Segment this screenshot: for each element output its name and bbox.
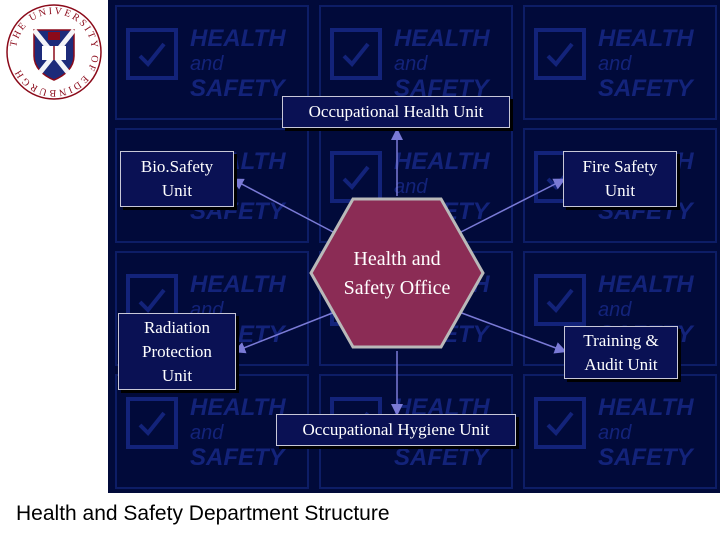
health-safety-office-node: Health and Safety Office — [309, 197, 485, 350]
radiation-protection-unit-box: Radiation Protection Unit — [118, 313, 236, 390]
health-safety-office-label: Health and Safety Office — [343, 247, 451, 299]
watermark-text: HEALTH — [598, 271, 694, 298]
watermark-text: and — [394, 176, 428, 198]
watermark-text: and — [394, 53, 428, 75]
watermark-text: and — [190, 53, 224, 75]
biosafety-unit-label: Bio.Safety Unit — [140, 157, 214, 200]
watermark-text: SAFETY — [190, 75, 287, 102]
watermark-text: SAFETY — [394, 444, 491, 471]
fire-safety-unit-box: Fire Safety Unit — [563, 151, 677, 207]
watermark-text: SAFETY — [190, 444, 287, 471]
training-audit-unit-label: Training & Audit Unit — [583, 330, 659, 374]
watermark-text: HEALTH — [190, 394, 286, 421]
watermark-text: SAFETY — [598, 444, 695, 471]
training-audit-unit-box: Training & Audit Unit — [564, 326, 678, 379]
occupational-hygiene-unit-label: Occupational Hygiene Unit — [302, 420, 490, 439]
biosafety-unit-box: Bio.Safety Unit — [120, 151, 234, 207]
watermark-text: HEALTH — [598, 394, 694, 421]
occupational-health-unit-box: Occupational Health Unit — [282, 96, 510, 128]
watermark-text: and — [598, 53, 632, 75]
watermark-text: and — [190, 422, 224, 444]
watermark-text: HEALTH — [394, 25, 490, 52]
watermark-text: HEALTH — [598, 25, 694, 52]
radiation-protection-unit-label: Radiation Protection Unit — [142, 317, 212, 385]
watermark-text: SAFETY — [598, 75, 695, 102]
watermark-pattern: HEALTHandSAFETYHEALTHandSAFETYHEALTHandS… — [115, 5, 717, 489]
occupational-hygiene-unit-box: Occupational Hygiene Unit — [276, 414, 516, 446]
university-crest-logo: THE UNIVERSITY OF EDINBURGH — [6, 4, 102, 100]
occupational-health-unit-label: Occupational Health Unit — [308, 102, 484, 121]
footer-band — [0, 493, 720, 540]
watermark-text: HEALTH — [190, 271, 286, 298]
slide-title: Health and Safety Department Structure — [16, 502, 390, 525]
watermark-text: HEALTH — [190, 25, 286, 52]
sidebar-panel — [0, 0, 108, 540]
fire-safety-unit-label: Fire Safety Unit — [582, 157, 658, 200]
hexagon-shape — [309, 197, 485, 349]
watermark-text: HEALTH — [394, 148, 490, 175]
watermark-text: and — [598, 422, 632, 444]
watermark-text: and — [598, 299, 632, 321]
